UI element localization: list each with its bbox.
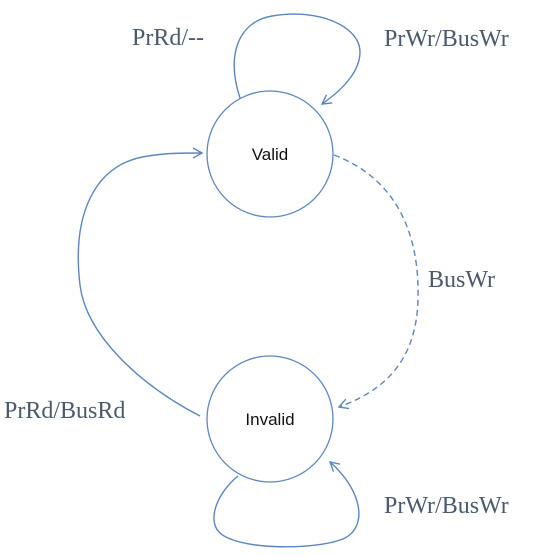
state-valid-label: Valid bbox=[252, 145, 289, 164]
label-valid-self-read: PrRd/-- bbox=[132, 25, 204, 51]
invalid-self-loop-edge bbox=[213, 461, 360, 548]
valid-to-invalid-edge bbox=[333, 154, 419, 410]
state-invalid: Invalid bbox=[206, 355, 334, 483]
state-valid: Valid bbox=[206, 90, 334, 218]
state-invalid-label: Invalid bbox=[245, 410, 294, 429]
label-valid-to-invalid: BusWr bbox=[428, 267, 495, 293]
valid-self-loop-edge bbox=[233, 13, 361, 105]
invalid-to-valid-edge bbox=[77, 147, 204, 417]
label-valid-self-write: PrWr/BusWr bbox=[384, 26, 509, 52]
label-invalid-self-write: PrWr/BusWr bbox=[384, 493, 509, 519]
label-invalid-to-valid: PrRd/BusRd bbox=[4, 398, 125, 424]
